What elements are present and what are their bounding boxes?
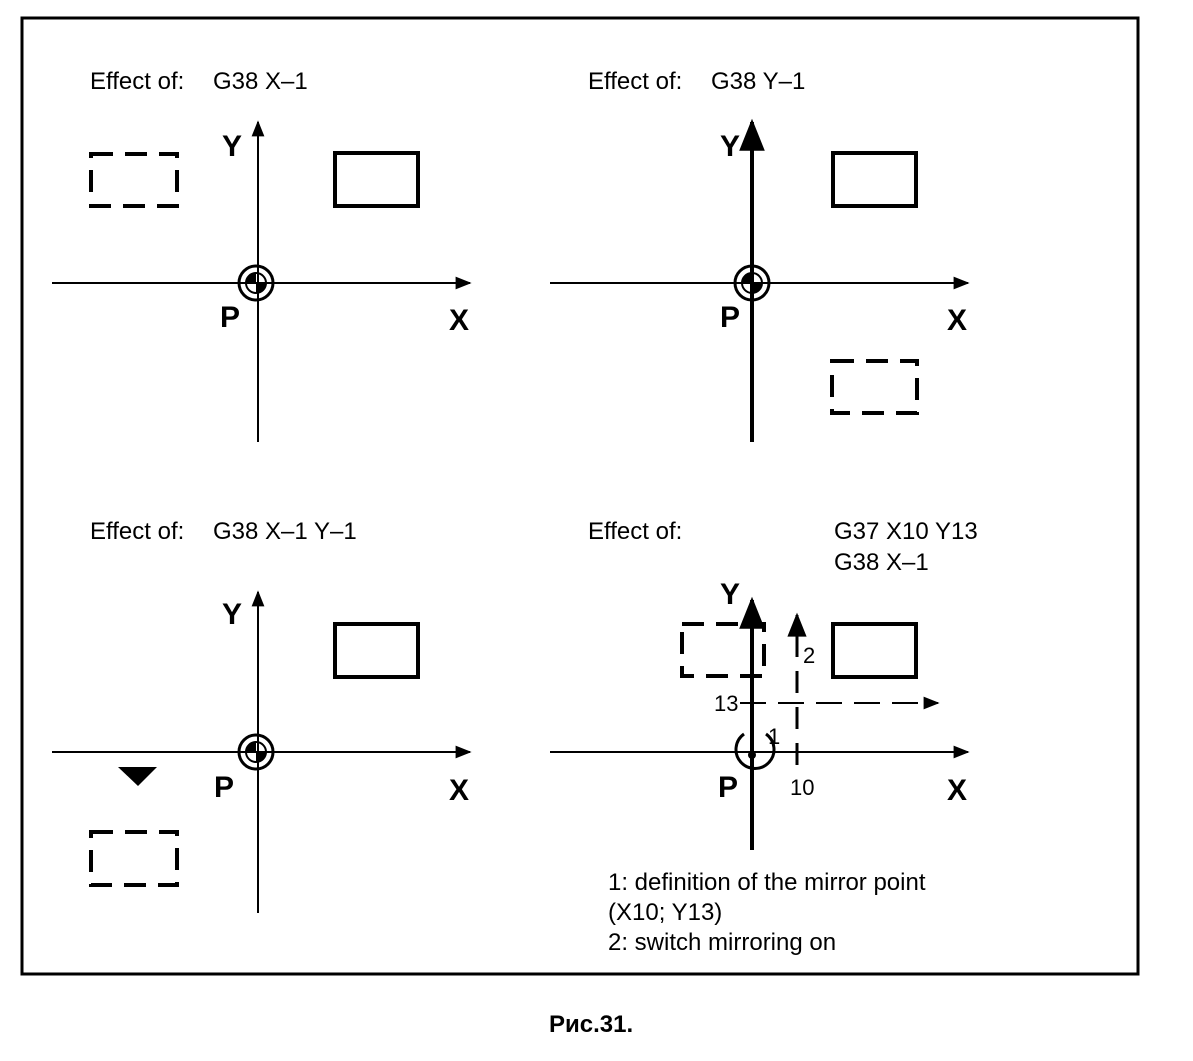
origin-marker bbox=[237, 264, 275, 302]
mirrored-workpiece bbox=[89, 152, 179, 208]
marker-1-label: 1 bbox=[768, 724, 780, 749]
panel-command: G38 X–1 bbox=[213, 68, 308, 95]
y-axis-label: Y bbox=[222, 598, 242, 631]
note-line-3: 2: switch mirroring on bbox=[608, 929, 836, 956]
panel-command-line-2: G38 X–1 bbox=[834, 549, 929, 576]
original-workpiece bbox=[831, 622, 918, 679]
panel-label-prefix: Effect of: bbox=[90, 518, 184, 545]
figure-frame bbox=[20, 16, 1140, 976]
y-axis-label: Y bbox=[720, 130, 740, 163]
note-line-2: (X10; Y13) bbox=[608, 899, 722, 926]
origin-marker bbox=[734, 732, 776, 770]
original-workpiece bbox=[333, 622, 420, 679]
y-axis-label: Y bbox=[720, 578, 740, 611]
panel-command: G38 Y–1 bbox=[711, 68, 805, 95]
y-axis-label: Y bbox=[222, 130, 242, 163]
mirror-direction-marker bbox=[118, 767, 157, 786]
note-line-1: 1: definition of the mirror point bbox=[608, 869, 926, 896]
origin-label: P bbox=[214, 771, 234, 804]
origin-label: P bbox=[718, 771, 738, 804]
original-workpiece bbox=[831, 151, 918, 208]
mirrored-workpiece bbox=[830, 359, 919, 415]
panel-label-prefix: Effect of: bbox=[588, 68, 682, 95]
panel-command-line-1: G37 X10 Y13 bbox=[834, 518, 978, 545]
figure-caption: Рис.31. bbox=[549, 1011, 633, 1038]
tick-label-y: 13 bbox=[714, 691, 738, 716]
original-workpiece bbox=[333, 151, 420, 208]
panel-top-right: Effect of: G38 Y–1 X Y P bbox=[550, 68, 970, 442]
origin-marker bbox=[733, 264, 771, 302]
panel-top-left: Effect of: G38 X–1 X Y P bbox=[52, 68, 472, 442]
x-axis-label: X bbox=[449, 774, 469, 807]
panel-command: G38 X–1 Y–1 bbox=[213, 518, 357, 545]
panel-bottom-right: Effect of: G37 X10 Y13 G38 X–1 X Y 13 10… bbox=[550, 518, 978, 956]
panel-label-prefix: Effect of: bbox=[90, 68, 184, 95]
x-axis-label: X bbox=[947, 774, 967, 807]
marker-2-label: 2 bbox=[803, 643, 815, 668]
mirrored-workpiece bbox=[680, 622, 766, 678]
origin-marker bbox=[237, 733, 275, 771]
panel-label-prefix: Effect of: bbox=[588, 518, 682, 545]
panel-bottom-left: Effect of: G38 X–1 Y–1 X Y P bbox=[52, 518, 472, 913]
origin-label: P bbox=[720, 301, 740, 334]
x-axis-label: X bbox=[449, 304, 469, 337]
origin-label: P bbox=[220, 301, 240, 334]
mirrored-workpiece bbox=[89, 830, 179, 887]
x-axis-label: X bbox=[947, 304, 967, 337]
tick-label-x: 10 bbox=[790, 775, 814, 800]
